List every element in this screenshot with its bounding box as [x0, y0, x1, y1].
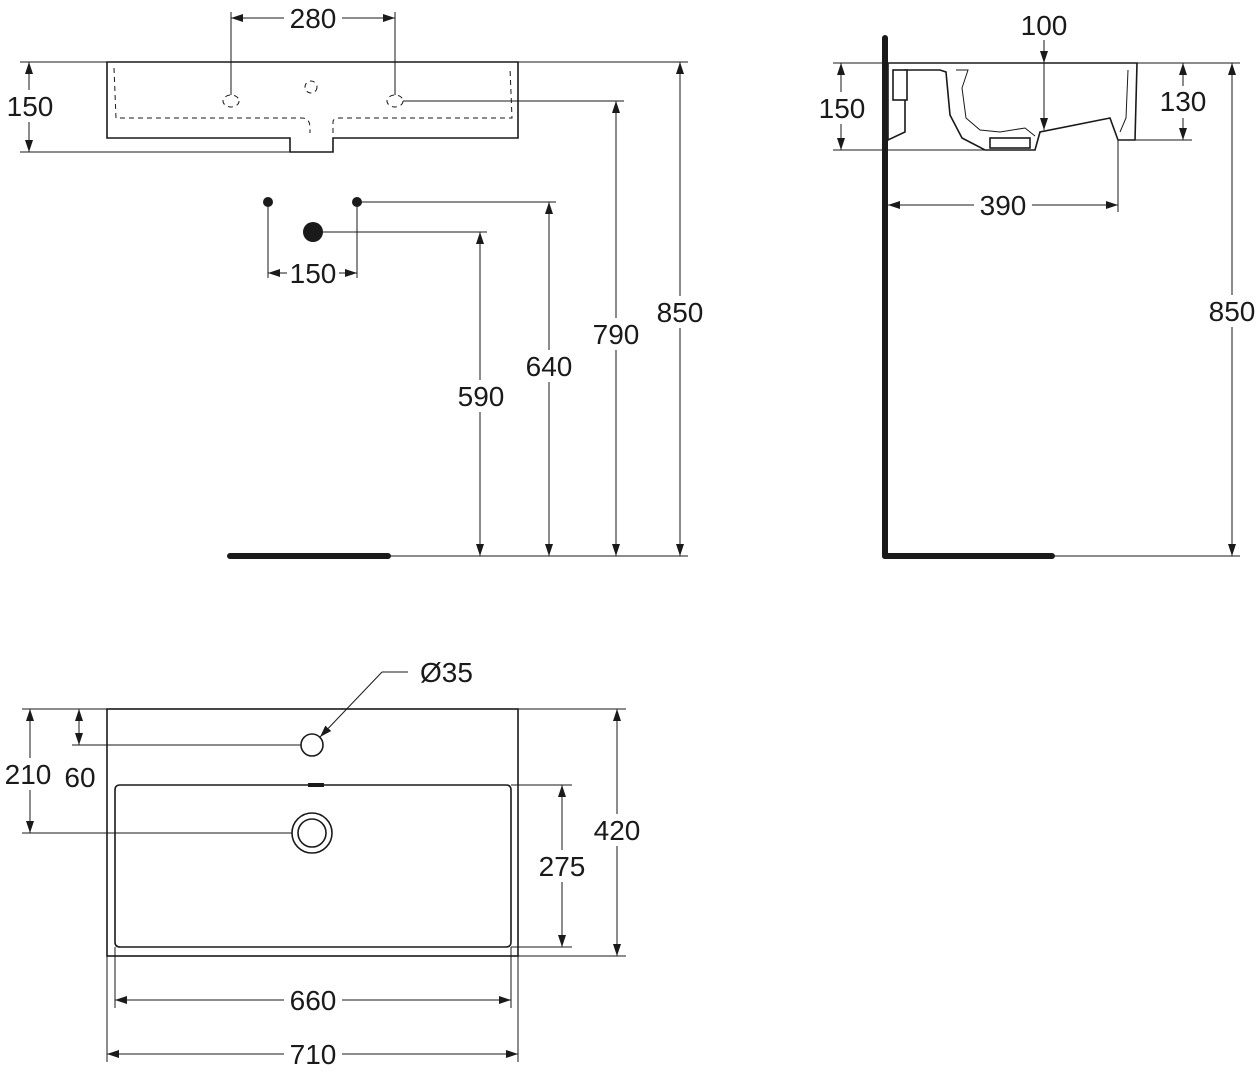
label-bg [284, 1038, 342, 1070]
dim-overall-depth: 420 [594, 815, 641, 846]
tap-hole-center-hidden [304, 80, 318, 94]
leader-diameter [319, 671, 383, 738]
dim-overall-width: 710 [290, 1039, 337, 1070]
dim-waste-depth: 100 [1021, 10, 1068, 41]
dim-waste-outlet-height: 590 [458, 381, 505, 412]
tap-hole [300, 733, 324, 757]
dim-top-height: 850 [657, 297, 704, 328]
front-view: 280 150 150 590 640 [4, 2, 708, 559]
plan-view: Ø35 210 60 420 275 660 710 [3, 657, 644, 1070]
label-bg [535, 850, 589, 882]
basin-side-inner [956, 69, 1036, 137]
dim-tap-hole-height: 790 [593, 319, 640, 350]
dim-side-top-height: 850 [1209, 296, 1256, 327]
label-bg [3, 758, 55, 790]
label-bg [284, 984, 342, 1016]
label-bg [1205, 295, 1258, 327]
label-bg [974, 189, 1032, 221]
side-view: 100 150 130 390 850 [816, 10, 1258, 559]
dim-connector-height: 640 [526, 351, 573, 382]
label-bg [652, 296, 708, 328]
waste-inner [297, 818, 327, 848]
dim-tap-hole-offset: 60 [64, 762, 95, 793]
label-bg [454, 380, 508, 412]
label-bg [522, 350, 576, 382]
tap-hole-left-hidden [222, 94, 240, 108]
dim-tap-hole-diameter: Ø35 [420, 657, 473, 688]
label-bg [589, 318, 643, 350]
basin-side-inner-2 [1119, 69, 1129, 133]
overflow-fixture [892, 69, 908, 101]
waste-fitting [989, 137, 1031, 149]
basin-plan-bowl [114, 784, 512, 948]
overflow-slot [308, 783, 324, 787]
basin-front-outline [106, 61, 519, 153]
dim-bowl-depth-plan: 275 [539, 851, 586, 882]
connector-left [263, 197, 273, 207]
dim-bowl-width: 660 [290, 985, 337, 1016]
label-bg [287, 258, 339, 288]
dim-tap-hole-spacing: 280 [290, 3, 337, 34]
dim-basin-height: 150 [7, 91, 54, 122]
basin-front-bowl-hidden-line [113, 67, 513, 133]
dim-side-basin-height: 150 [819, 93, 866, 124]
label-bg [1158, 86, 1210, 118]
dim-connector-spacing: 150 [290, 258, 337, 289]
label-bg [284, 2, 342, 32]
dim-waste-offset: 210 [5, 759, 52, 790]
label-bg [4, 90, 56, 122]
dim-bowl-depth: 130 [1160, 86, 1207, 117]
label-bg [816, 92, 868, 124]
label-bg [590, 814, 644, 846]
dim-projection: 390 [980, 190, 1027, 221]
basin-side-profile [887, 62, 1138, 151]
